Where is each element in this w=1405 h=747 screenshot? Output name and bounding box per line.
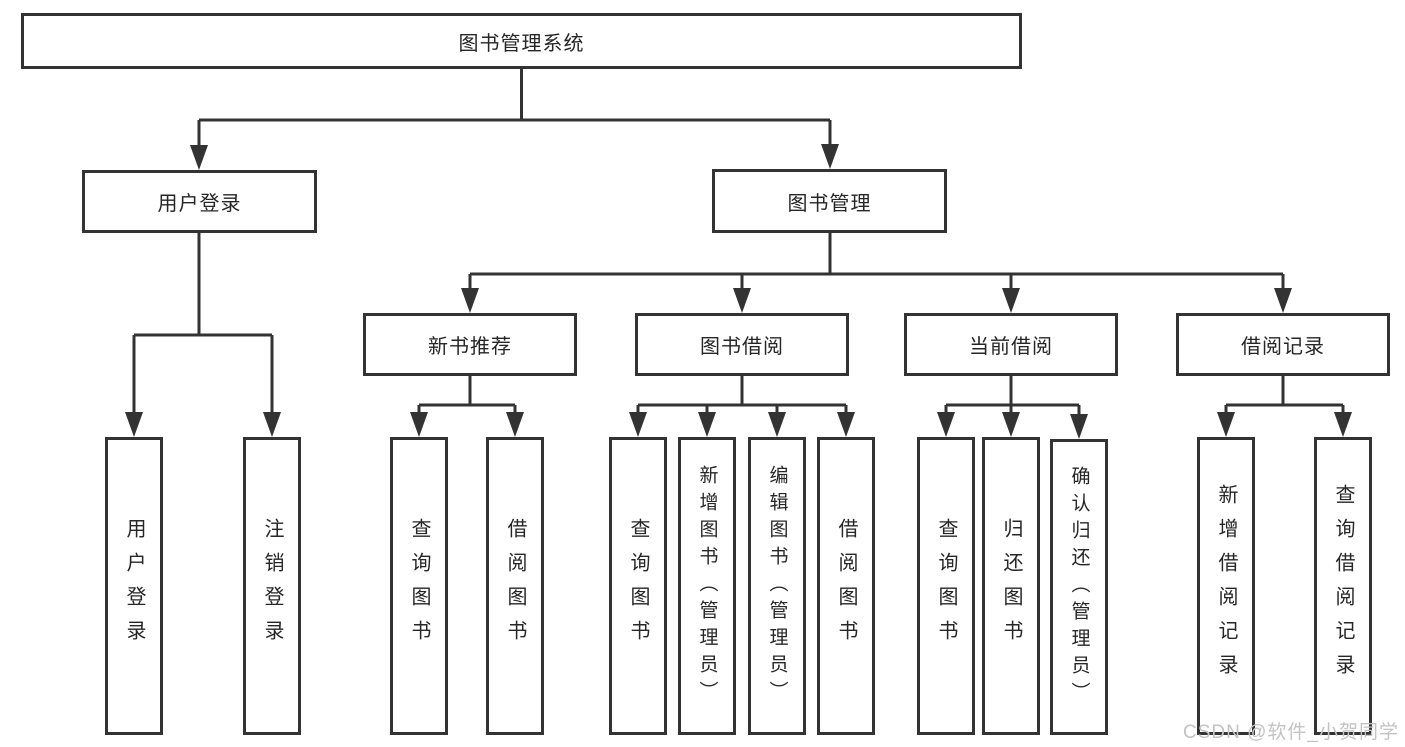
connector-login-to-leaves	[132, 233, 274, 418]
node-leaf-query-books-borrowing: 查询图书	[609, 437, 667, 735]
node-leaf-confirm-return-admin: 确认归还（管理员）	[1050, 439, 1108, 735]
node-label: 图书管理	[787, 192, 872, 215]
node-new-book-recommendation: 新书推荐	[363, 313, 577, 376]
node-label: 新书推荐	[428, 336, 512, 358]
node-user-login: 用户登录	[82, 170, 317, 233]
node-borrowing-records: 借阅记录	[1176, 313, 1390, 376]
node-label: 查询图书	[935, 518, 957, 654]
node-label: 注销登录	[261, 518, 283, 654]
node-label: 用户登录	[123, 518, 145, 654]
node-label: 当前借阅	[969, 336, 1053, 358]
node-leaf-add-books-admin: 新增图书（管理员）	[678, 437, 736, 735]
node-label: 归还图书	[1000, 518, 1022, 654]
node-book-management: 图书管理	[712, 169, 947, 233]
node-leaf-return-books: 归还图书	[982, 437, 1040, 735]
node-label: 编辑图书（管理员）	[766, 464, 788, 708]
node-leaf-edit-books-admin: 编辑图书（管理员）	[748, 437, 806, 735]
connector-records-to-leaves	[1224, 376, 1345, 418]
node-label: 用户登录	[157, 193, 242, 215]
connector-root-to-level2	[197, 68, 832, 150]
csdn-watermark: CSDN @软件_小贺同学	[1183, 722, 1399, 743]
node-label: 查询图书	[408, 518, 430, 654]
node-label: 借阅图书	[504, 518, 526, 654]
connector-current-to-leaves	[944, 376, 1081, 418]
node-leaf-borrow-books-recommend: 借阅图书	[486, 437, 544, 735]
connector-newbook-to-leaves	[417, 376, 517, 418]
node-label: 新增图书（管理员）	[696, 464, 718, 708]
node-leaf-borrow-books: 借阅图书	[817, 437, 875, 735]
arrowheads	[125, 144, 1352, 439]
node-book-borrowing: 图书借阅	[635, 313, 849, 376]
node-leaf-add-borrow-record: 新增借阅记录	[1197, 437, 1255, 735]
connector-mgmt-to-level3	[468, 233, 1285, 293]
node-leaf-query-books-current: 查询图书	[917, 437, 975, 735]
node-label: 查询借阅记录	[1332, 484, 1354, 688]
node-label: 借阅图书	[835, 518, 857, 654]
node-library-management-system: 图书管理系统	[21, 13, 1022, 69]
node-leaf-logout: 注销登录	[243, 437, 301, 735]
node-current-borrowing: 当前借阅	[904, 313, 1118, 376]
node-label: 查询图书	[627, 518, 649, 654]
node-label: 图书管理系统	[458, 32, 585, 55]
node-label: 借阅记录	[1241, 336, 1325, 358]
node-leaf-query-books-recommend: 查询图书	[390, 437, 448, 735]
node-leaf-user-login: 用户登录	[105, 437, 163, 735]
node-label: 确认归还（管理员）	[1068, 465, 1090, 709]
node-label: 新增借阅记录	[1215, 484, 1237, 688]
node-label: 图书借阅	[700, 336, 784, 358]
node-leaf-query-borrow-record: 查询借阅记录	[1314, 437, 1372, 735]
connector-borrowing-to-leaves	[636, 376, 848, 418]
